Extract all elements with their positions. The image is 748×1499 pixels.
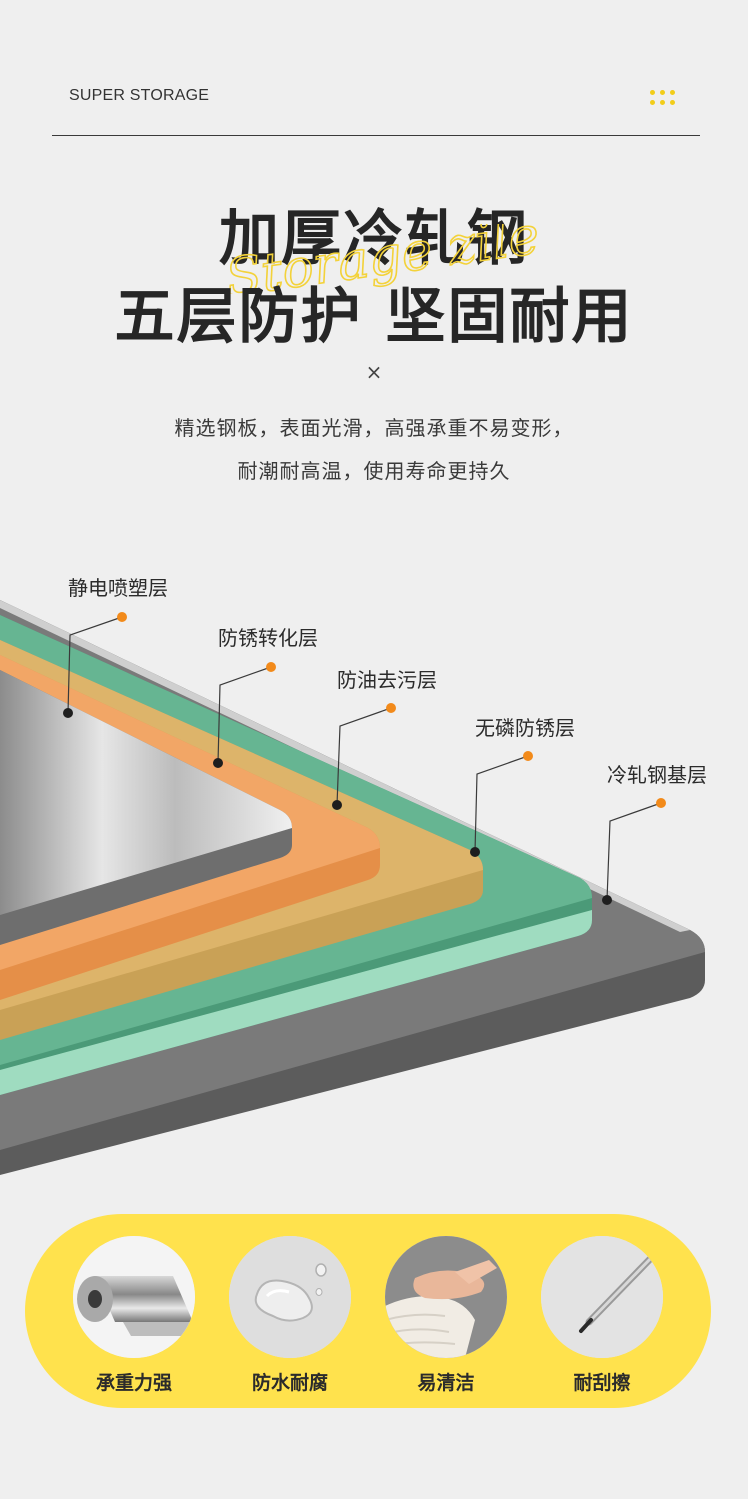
- description-line-1: 精选钢板，表面光滑，高强承重不易变形，: [174, 416, 574, 440]
- dots-grid-icon[interactable]: [650, 90, 680, 106]
- feature-waterproof: 防水耐腐: [229, 1236, 351, 1396]
- water-drop-icon: [229, 1236, 351, 1358]
- feature-load-bearing: 承重力强: [73, 1236, 195, 1396]
- separator-mark: ×: [365, 360, 383, 384]
- description-line-2: 耐潮耐高温，使用寿命更持久: [237, 459, 511, 483]
- layer-label-rust-conversion: 防锈转化层: [218, 626, 318, 650]
- feature-label: 易清洁: [417, 1372, 475, 1394]
- scratch-tool-icon: [541, 1236, 663, 1358]
- layers-graphic: [0, 600, 705, 1175]
- brand-label: SUPER STORAGE: [69, 87, 210, 104]
- feature-label: 防水耐腐: [251, 1372, 328, 1394]
- feature-label: 耐刮擦: [573, 1372, 631, 1394]
- layer-label-phosphorus-free: 无磷防锈层: [475, 716, 575, 740]
- layer-label-cold-rolled-base: 冷轧钢基层: [607, 763, 707, 787]
- headline-line-2: 五层防护 坚固耐用: [114, 282, 634, 352]
- cleaning-cloth-icon: [385, 1236, 507, 1358]
- steel-roll-icon: [73, 1236, 195, 1358]
- steel-layers-illustration: 静电喷塑层 防锈转化层 防油去污层 无磷防锈层 冷轧钢基层: [0, 560, 748, 1200]
- feature-label: 承重力强: [95, 1372, 172, 1394]
- feature-easy-clean: 易清洁: [385, 1236, 507, 1396]
- page-header: SUPER STORAGE: [52, 84, 700, 136]
- layer-label-oil-resistant: 防油去污层: [337, 668, 437, 692]
- feature-scratch-resistant: 耐刮擦: [541, 1236, 663, 1396]
- headline-line-1: 加厚冷轧钢: [219, 204, 529, 274]
- layer-label-powder-coating: 静电喷塑层: [68, 576, 168, 600]
- features-panel: 承重力强 防水耐腐 易清洁: [25, 1214, 711, 1408]
